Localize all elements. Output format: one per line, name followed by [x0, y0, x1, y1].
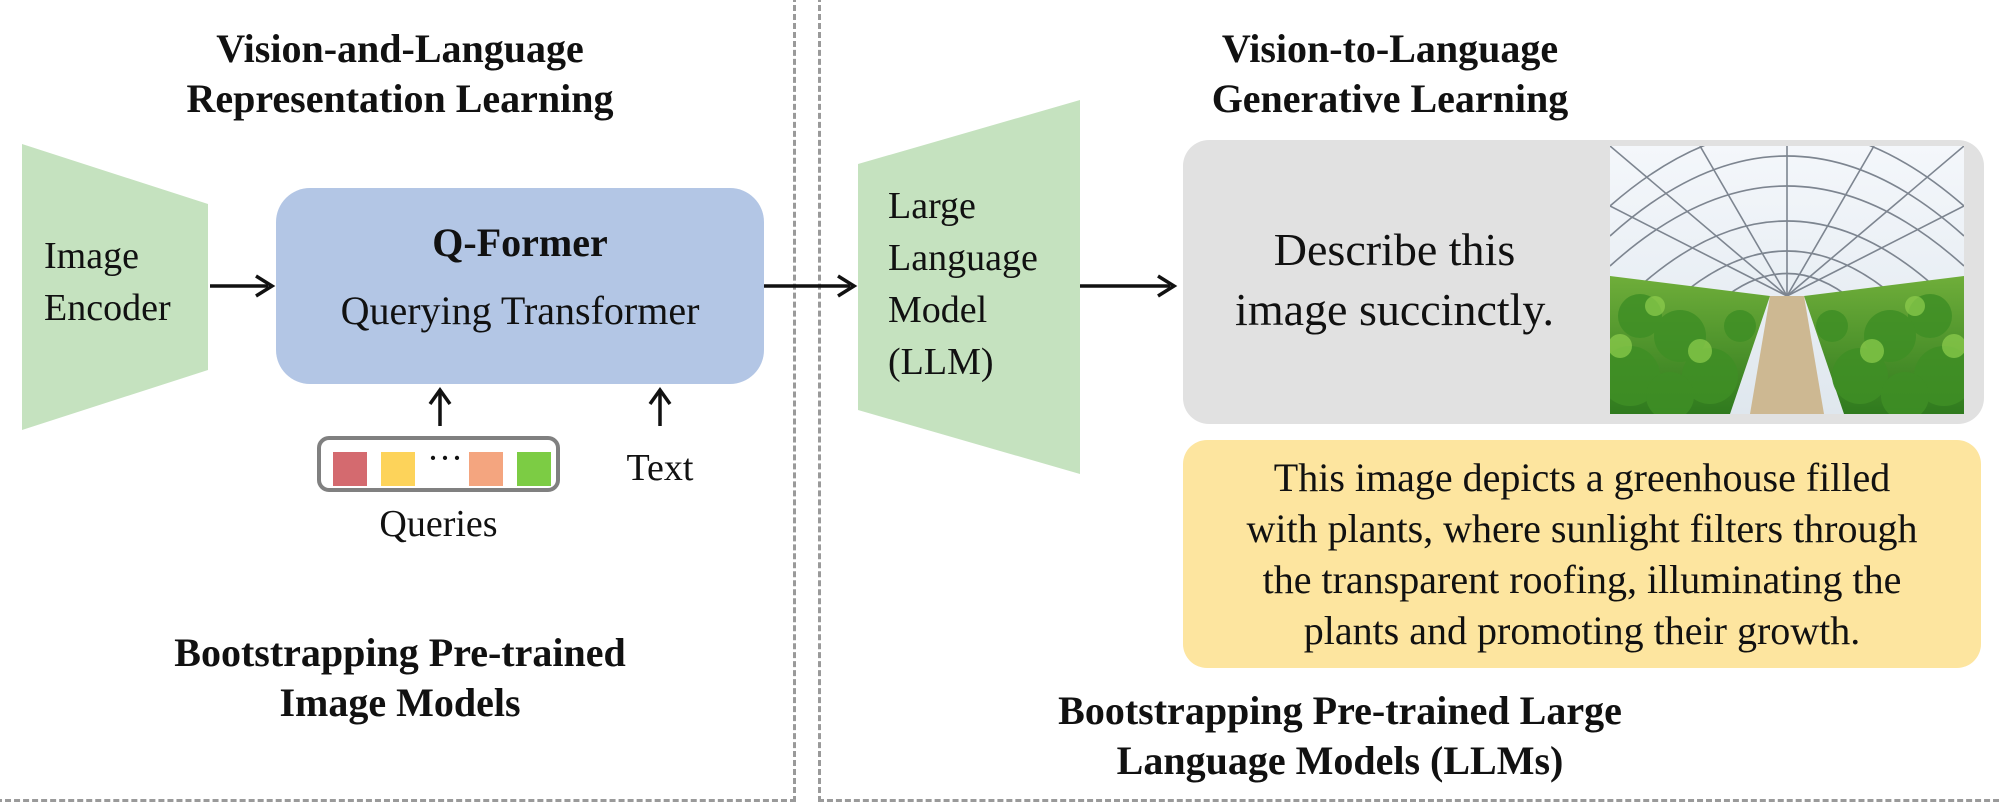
query-token-4: [517, 452, 551, 486]
right-title-line2: Generative Learning: [1211, 76, 1569, 121]
right-footer-line1: Bootstrapping Pre-trained Large: [1058, 688, 1622, 733]
query-token-1: [333, 452, 367, 486]
qformer-block: Q-Former Querying Transformer: [276, 188, 764, 384]
arrow-up-icon: [428, 386, 452, 426]
query-token-2: [381, 452, 415, 486]
prompt-line2: image succinctly.: [1235, 284, 1554, 335]
left-panel: [0, 0, 796, 802]
answer-line1: This image depicts a greenhouse filled: [1273, 455, 1891, 500]
greenhouse-photo: [1610, 146, 1964, 414]
left-panel-footer: Bootstrapping Pre-trained Image Models: [40, 628, 760, 728]
arrow-right-icon: [764, 274, 858, 298]
right-footer-line2: Language Models (LLMs): [1116, 738, 1564, 783]
queries-box: ···: [317, 436, 560, 492]
answer-line4: plants and promoting their growth.: [1303, 608, 1861, 653]
encoder-line1: Image: [44, 235, 139, 277]
left-title-line1: Vision-and-Language: [216, 26, 584, 71]
text-input-label: Text: [626, 447, 694, 489]
llm-line3: Model: [888, 289, 988, 331]
right-panel: [818, 0, 1999, 802]
queries-label: Queries: [379, 503, 498, 545]
prompt-line1: Describe this: [1273, 224, 1516, 275]
arrow-right-icon: [210, 274, 276, 298]
prompt-text: Describe this image succinctly.: [1183, 220, 1606, 340]
llm-label: Large Language Model (LLM): [888, 180, 1038, 388]
query-ellipsis: ···: [427, 438, 463, 478]
arrow-up-icon: [648, 386, 672, 426]
image-encoder-label: Image Encoder: [44, 230, 171, 334]
llm-line1: Large: [888, 185, 976, 227]
answer-text: This image depicts a greenhouse filled w…: [1183, 452, 1981, 656]
answer-line2: with plants, where sunlight filters thro…: [1246, 506, 1918, 551]
llm-shape: [858, 100, 1080, 474]
qformer-subtitle: Querying Transformer: [340, 288, 700, 333]
right-title-line1: Vision-to-Language: [1221, 26, 1559, 71]
query-token-3: [469, 452, 503, 486]
left-footer-line1: Bootstrapping Pre-trained: [174, 630, 626, 675]
answer-box: [1183, 440, 1981, 668]
answer-line3: the transparent roofing, illuminating th…: [1262, 557, 1902, 602]
right-panel-footer: Bootstrapping Pre-trained Large Language…: [1000, 686, 1680, 786]
right-panel-title: Vision-to-Language Generative Learning: [1180, 24, 1600, 124]
arrow-right-icon: [1080, 274, 1178, 298]
llm-line2: Language: [888, 237, 1038, 279]
image-encoder-shape: [22, 144, 208, 430]
llm-line4: (LLM): [888, 341, 994, 383]
left-panel-title: Vision-and-Language Representation Learn…: [40, 24, 760, 124]
left-footer-line2: Image Models: [279, 680, 521, 725]
encoder-line2: Encoder: [44, 287, 171, 329]
left-title-line2: Representation Learning: [186, 76, 614, 121]
qformer-title: Q-Former: [432, 220, 608, 265]
